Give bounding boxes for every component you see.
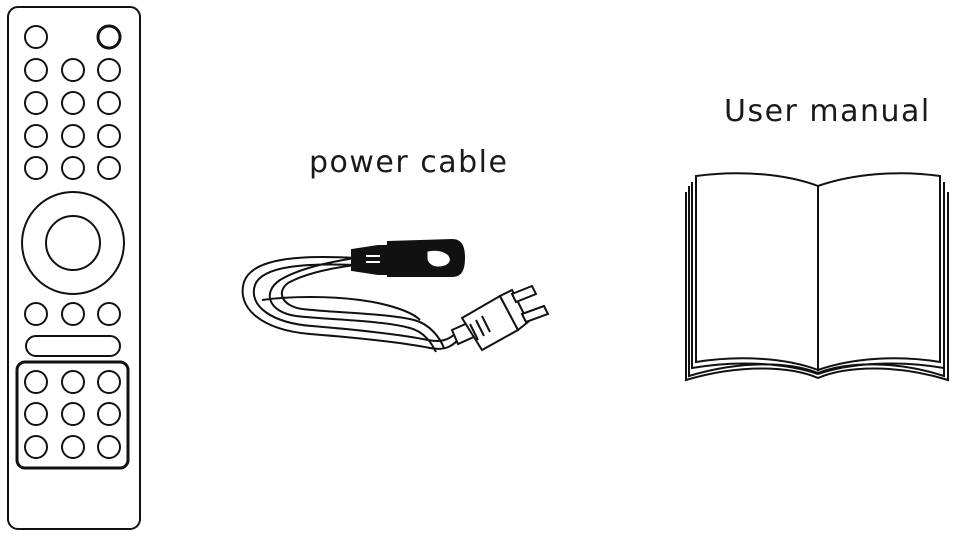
cord-loop-b bbox=[280, 264, 445, 349]
connector-head bbox=[387, 238, 466, 277]
power-button bbox=[96, 24, 122, 50]
user-manual-label: User manual bbox=[724, 94, 931, 129]
remote-button bbox=[24, 302, 48, 326]
remote-button bbox=[24, 25, 48, 49]
remote-button bbox=[61, 91, 85, 115]
number-button bbox=[24, 402, 48, 426]
remote-button bbox=[24, 124, 48, 148]
number-pad-frame bbox=[15, 360, 130, 470]
remote-button bbox=[61, 302, 85, 326]
number-button bbox=[97, 435, 121, 459]
remote-button bbox=[61, 156, 85, 180]
dpad-ring bbox=[21, 191, 125, 295]
remote-button bbox=[97, 302, 121, 326]
connector-strain-relief bbox=[351, 245, 391, 275]
connector-grip bbox=[366, 255, 380, 263]
number-button bbox=[61, 402, 85, 426]
remote-button bbox=[97, 58, 121, 82]
cord-loop-a bbox=[268, 257, 437, 353]
remote-buttons bbox=[24, 24, 122, 459]
book-back-cover bbox=[685, 192, 949, 382]
book-right-edge bbox=[817, 182, 945, 375]
remote-button bbox=[24, 156, 48, 180]
book-right-page bbox=[817, 172, 941, 372]
long-button bbox=[25, 335, 121, 357]
remote-button bbox=[97, 91, 121, 115]
plug-ridges bbox=[469, 315, 491, 341]
cord-inner bbox=[252, 263, 456, 343]
number-button bbox=[61, 370, 85, 394]
connector-socket bbox=[427, 250, 450, 267]
book-left-page bbox=[695, 172, 819, 372]
book-left-edge bbox=[691, 182, 819, 375]
remote-body bbox=[7, 6, 141, 530]
number-button bbox=[61, 435, 85, 459]
remote-control bbox=[7, 6, 141, 530]
ok-button bbox=[45, 215, 101, 271]
number-button bbox=[97, 402, 121, 426]
number-button bbox=[97, 370, 121, 394]
power-cable-drawing bbox=[241, 238, 550, 353]
remote-button bbox=[97, 124, 121, 148]
user-manual-drawing bbox=[685, 172, 949, 382]
number-button bbox=[24, 370, 48, 394]
plug-prong-top bbox=[510, 284, 538, 304]
remote-button bbox=[97, 156, 121, 180]
remote-button bbox=[24, 91, 48, 115]
number-button bbox=[24, 435, 48, 459]
remote-button bbox=[24, 58, 48, 82]
remote-button bbox=[61, 124, 85, 148]
remote-button bbox=[61, 58, 85, 82]
cord-loop-c bbox=[261, 296, 421, 321]
plug-prong-bottom bbox=[520, 304, 550, 324]
power-cable-label: power cable bbox=[309, 145, 509, 180]
